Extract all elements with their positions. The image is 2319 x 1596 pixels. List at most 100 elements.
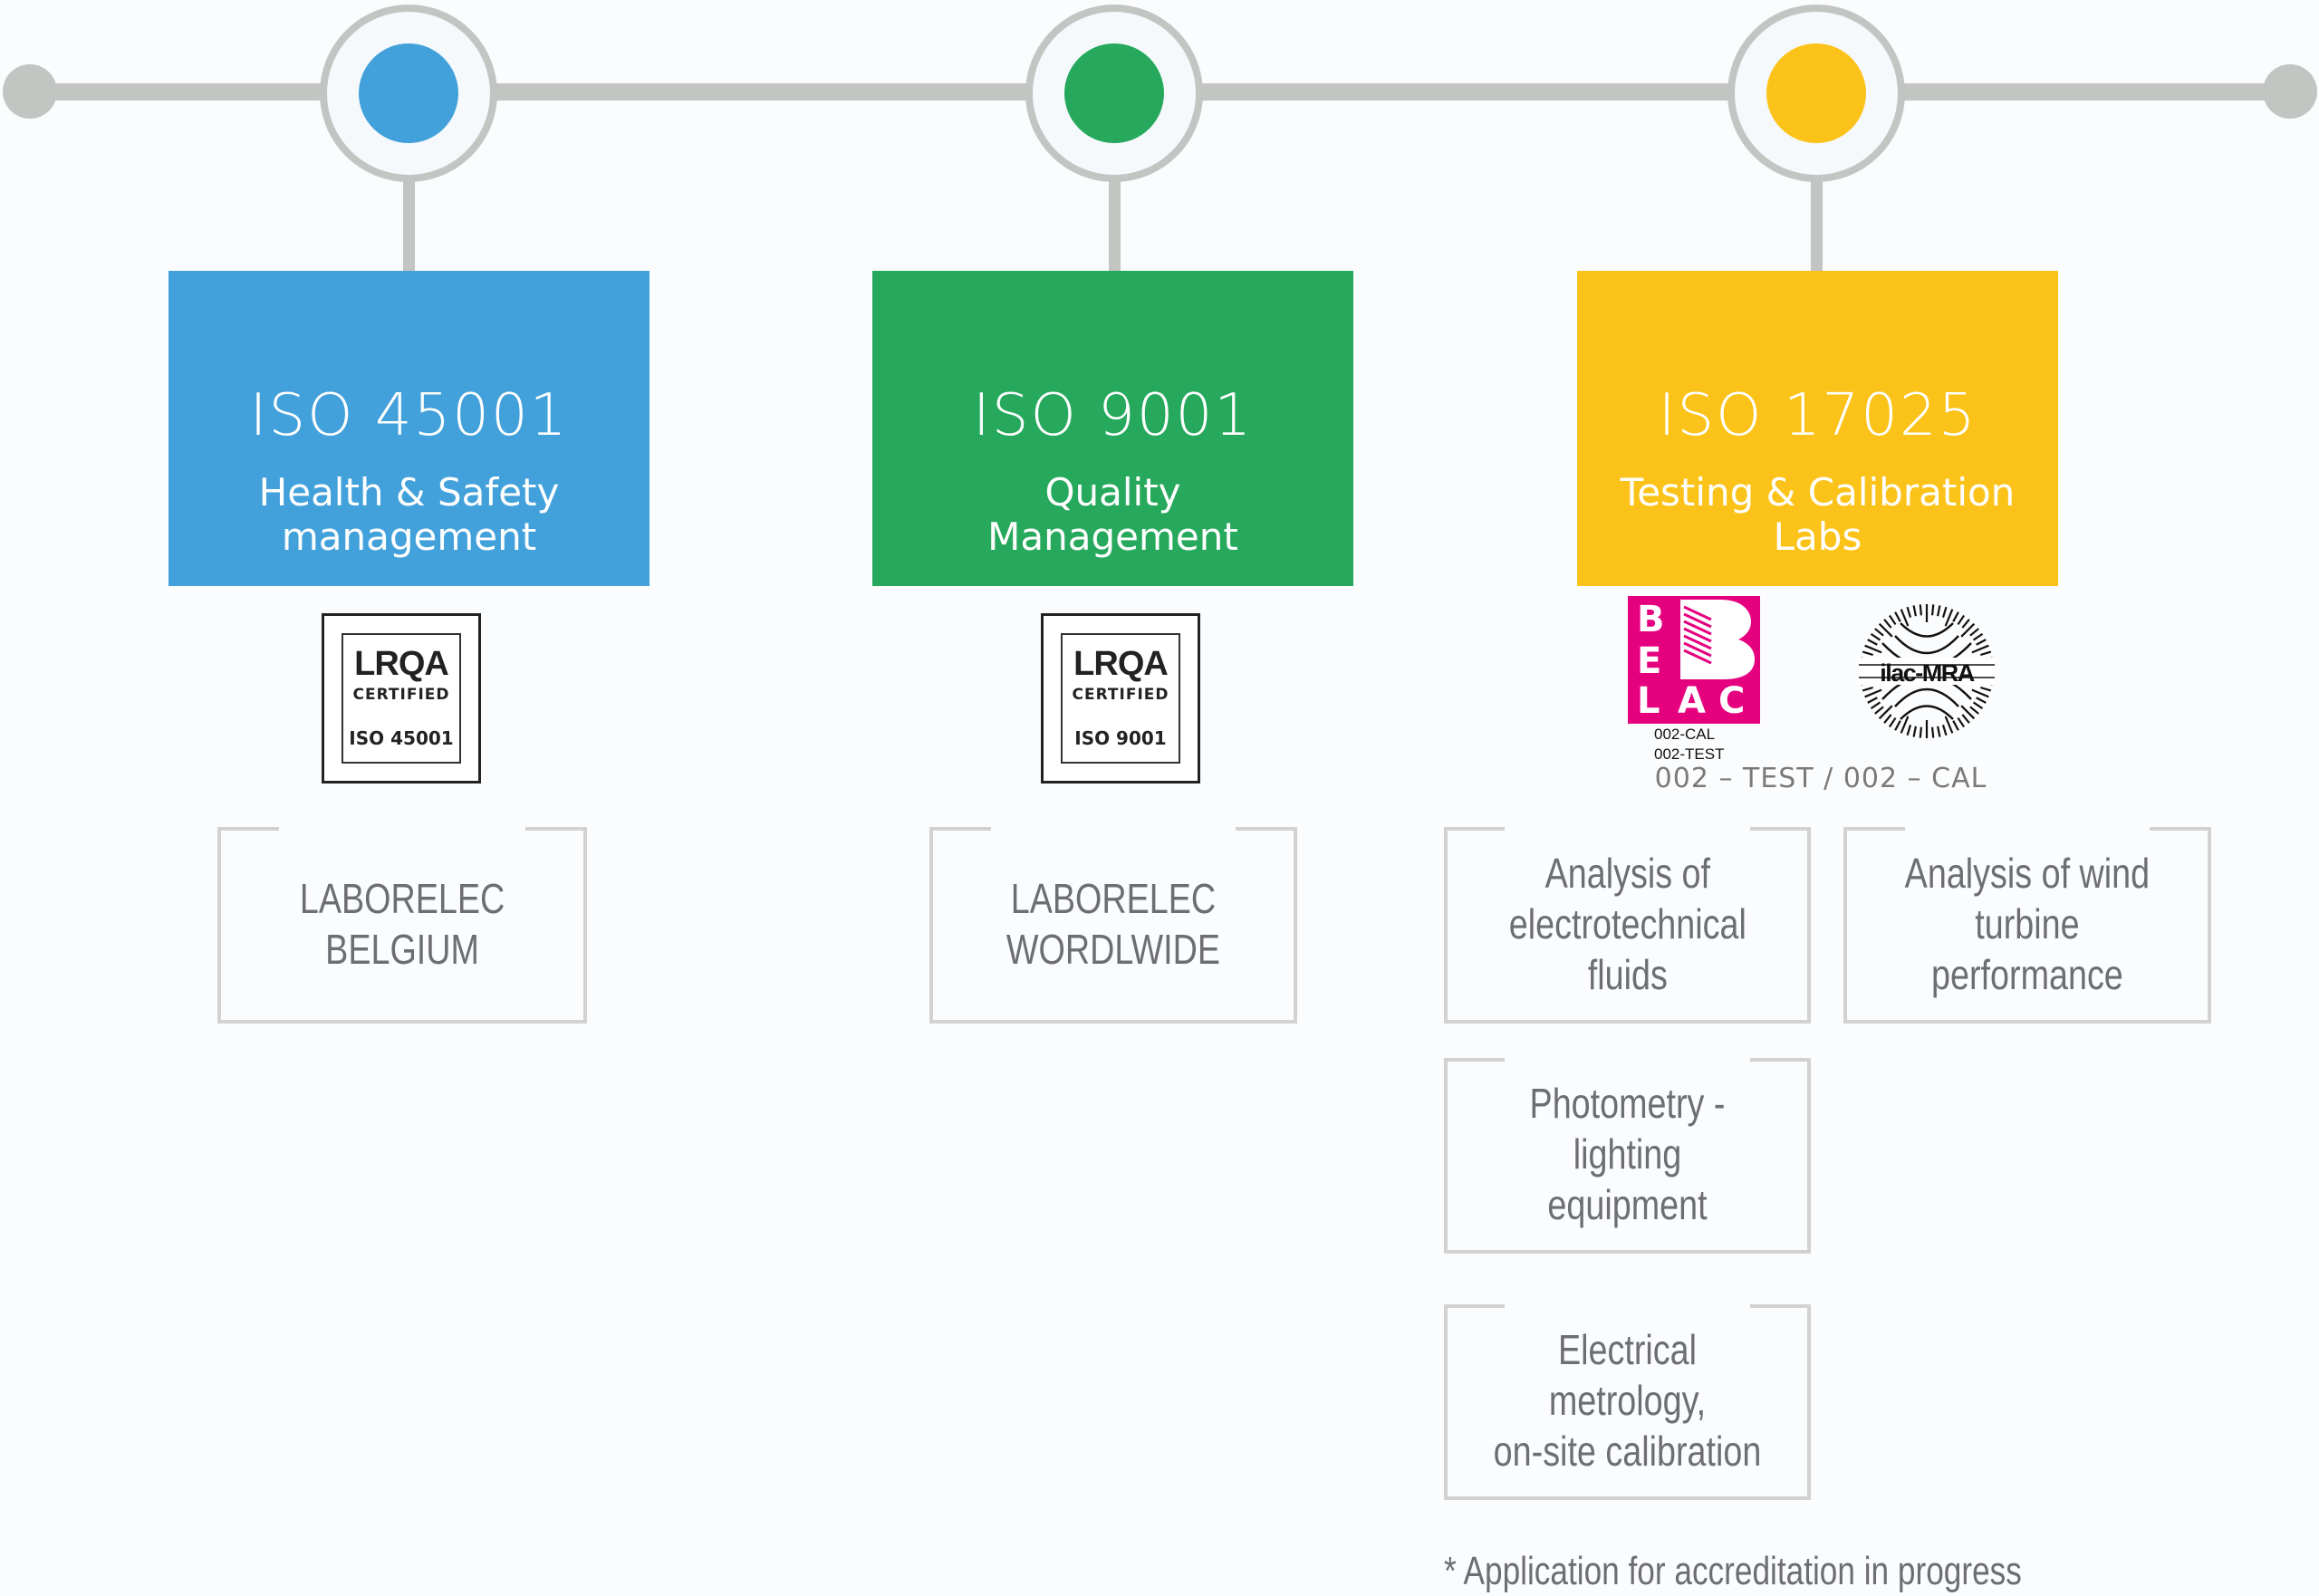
footnote: * Application for accreditation in progr… xyxy=(1444,1549,2022,1593)
ilac-tick xyxy=(1888,614,1897,626)
ilac-tick xyxy=(1930,604,1935,616)
node-dot-blue xyxy=(359,43,458,143)
belac-b-glyph-icon xyxy=(1680,600,1755,679)
ilac-tick xyxy=(1944,609,1954,627)
ilac-tick xyxy=(1961,619,1970,629)
connector-stem xyxy=(403,179,415,274)
ilac-tick xyxy=(1878,622,1893,638)
ilac-tick xyxy=(1874,628,1884,637)
ilac-tick xyxy=(1971,644,1989,654)
ilac-tick xyxy=(1867,639,1878,646)
cert-subtitle: Quality Management xyxy=(987,470,1238,559)
belac-code: 002-CAL xyxy=(1654,726,1716,743)
ilac-tick xyxy=(1969,628,1979,637)
belac-letter: E xyxy=(1637,640,1662,682)
timeline-node-iso-17025 xyxy=(1727,5,1905,182)
ilac-tick xyxy=(1937,726,1941,737)
timeline-node-iso-45001 xyxy=(320,5,497,182)
scope-label: Electrical metrology, on-site calibratio… xyxy=(1493,1326,1762,1475)
ilac-tick xyxy=(1864,688,1882,698)
ilac-tick xyxy=(1952,720,1959,731)
timeline-end-cap xyxy=(2263,64,2317,119)
scope-box-laborelec-worldwide: LABORELEC WORDLWIDE xyxy=(929,827,1297,1024)
ilac-tick xyxy=(1930,726,1935,738)
node-dot-green xyxy=(1064,43,1164,143)
ilac-tick xyxy=(1972,632,1984,641)
belac-codes: 002-CAL 002-TEST xyxy=(1654,725,1724,764)
scope-label: Analysis of electrotechnical fluids xyxy=(1508,849,1746,998)
scope-box-electrical-metrology: Electrical metrology, on-site calibratio… xyxy=(1444,1304,1811,1500)
scope-label: Analysis of wind turbine performance xyxy=(1904,849,2151,998)
belac-code: 002-TEST xyxy=(1654,745,1725,763)
timeline-start-cap xyxy=(3,64,57,119)
lrqa-standard: ISO 45001 xyxy=(349,727,454,749)
ilac-tick xyxy=(1960,622,1976,638)
ilac-tick xyxy=(1883,714,1892,724)
ilac-tick xyxy=(1874,706,1884,715)
ilac-tick xyxy=(1976,697,1987,704)
scope-box-electrotechnical-fluids: Analysis of electrotechnical fluids xyxy=(1444,827,1811,1024)
connector-stem xyxy=(1109,179,1121,274)
ilac-mra-logo-icon: ilac-MRA xyxy=(1859,604,1995,738)
ilac-tick xyxy=(1980,686,1992,692)
lrqa-certified-logo-iso-9001: LRQA CERTIFIED ISO 9001 xyxy=(1041,613,1200,784)
ilac-label: ilac-MRA xyxy=(1880,659,1975,687)
lrqa-certified-label: CERTIFIED xyxy=(1072,686,1169,704)
ilac-tick xyxy=(1888,716,1897,728)
ilac-tick xyxy=(1941,606,1948,618)
cert-subtitle: Health & Safety management xyxy=(258,470,560,559)
cert-card-iso-17025: ISO 17025 Testing & Calibration Labs xyxy=(1577,271,2058,586)
ilac-tick xyxy=(1952,611,1959,622)
ilac-tick xyxy=(1919,604,1923,616)
ilac-tick xyxy=(1957,716,1966,728)
ilac-tick xyxy=(1894,611,1901,622)
ilac-tick xyxy=(1870,701,1881,710)
scope-box-laborelec-belgium: LABORELEC BELGIUM xyxy=(217,827,587,1024)
lrqa-brand: LRQA xyxy=(354,645,449,683)
ilac-tick xyxy=(1864,644,1882,654)
ilac-tick xyxy=(1980,650,1992,657)
ilac-tick xyxy=(1937,605,1941,617)
scope-label: Photometry - lighting equipment xyxy=(1529,1080,1726,1228)
connector-stem xyxy=(1811,179,1823,274)
ilac-tick xyxy=(1972,701,1984,710)
lrqa-brand: LRQA xyxy=(1073,645,1169,683)
ilac-tick xyxy=(1862,686,1873,692)
scope-box-wind-turbine-performance: Analysis of wind turbine performance xyxy=(1843,827,2211,1024)
scope-box-photometry: Photometry - lighting equipment xyxy=(1444,1058,1811,1254)
ilac-tick xyxy=(1960,705,1976,720)
ilac-tick xyxy=(1906,725,1912,736)
cert-card-iso-45001: ISO 45001 Health & Safety management xyxy=(168,271,650,586)
cert-subtitle: Testing & Calibration Labs xyxy=(1620,470,2016,559)
ilac-tick xyxy=(1870,632,1881,641)
lrqa-standard: ISO 9001 xyxy=(1074,727,1167,749)
ilac-tick xyxy=(1900,609,1910,627)
ilac-tick xyxy=(1912,605,1917,617)
ilac-tick xyxy=(1971,688,1989,698)
ilac-tick xyxy=(1919,726,1923,738)
ilac-tick xyxy=(1976,639,1987,646)
ilac-tick xyxy=(1961,714,1970,724)
ilac-tick xyxy=(1894,720,1901,731)
ilac-tick xyxy=(1969,706,1979,715)
ilac-tick xyxy=(1944,716,1954,734)
lrqa-certified-logo-iso-45001: LRQA CERTIFIED ISO 45001 xyxy=(322,613,481,784)
cert-title: ISO 9001 xyxy=(972,382,1254,449)
belac-letter: B xyxy=(1637,599,1665,640)
ilac-tick xyxy=(1900,716,1910,734)
cert-card-iso-9001: ISO 9001 Quality Management xyxy=(872,271,1353,586)
cert-title: ISO 45001 xyxy=(249,382,569,449)
scope-label: LABORELEC BELGIUM xyxy=(299,874,505,973)
belac-letter: C xyxy=(1718,680,1746,722)
ilac-tick xyxy=(1957,614,1966,626)
ilac-tick xyxy=(1862,650,1873,657)
ilac-tick xyxy=(1878,705,1893,720)
belac-logo: B E L A C xyxy=(1628,596,1760,724)
belac-letter: A xyxy=(1678,680,1706,722)
timeline-node-iso-9001 xyxy=(1025,5,1203,182)
belac-letter: L xyxy=(1637,680,1660,722)
node-dot-yellow xyxy=(1766,43,1866,143)
accreditation-code: 002 – TEST / 002 – CAL xyxy=(1654,763,1987,794)
ilac-tick xyxy=(1883,619,1892,629)
ilac-tick xyxy=(1941,725,1948,736)
